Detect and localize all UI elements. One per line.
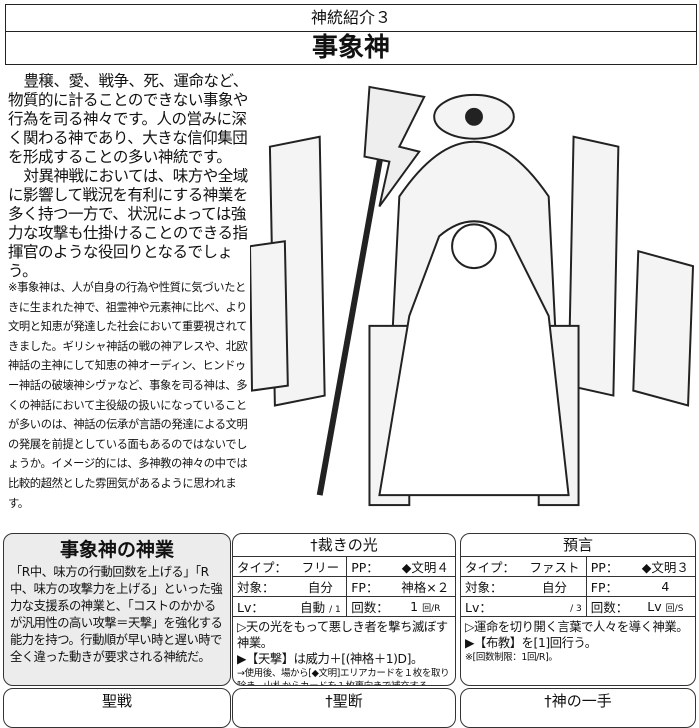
type-label: タイプ：: [461, 557, 524, 577]
skill-title: 預言: [461, 534, 695, 557]
fp-label: FP：: [346, 576, 396, 597]
lv-max: / 3: [570, 604, 582, 614]
skill-title: †裁きの光: [233, 534, 455, 557]
lv-max: / 1: [329, 605, 341, 615]
skill-effect: ▶【布教】を[1]回行う。: [465, 636, 597, 650]
count-value: Lv: [647, 599, 662, 614]
skill-effect: ▶【天撃】は威力＋[(神格＋1)D]。: [237, 652, 423, 666]
count-value: 1: [410, 599, 419, 614]
type-value: フリー: [294, 557, 347, 577]
skill-note: ※[回数制限：1回/R]。: [465, 652, 558, 663]
skill-card-holy-war: 聖戦: [3, 688, 231, 728]
count-unit: 回/R: [422, 604, 441, 614]
fp-label: FP：: [585, 576, 636, 597]
target-value: 自分: [294, 576, 347, 597]
figure-head: [451, 223, 497, 270]
fp-value: 神格×２: [395, 576, 455, 597]
stone-tablet-small: [250, 240, 289, 392]
summary-body: 「R中、味方の行動回数を上げる」「R中、味方の攻撃力を上げる」といった強力な支援…: [10, 565, 223, 664]
intro-paragraph: 対異神戦においては、味方や全域に影響して戦況を有利にする神業を多く持つ一方で、状…: [8, 167, 248, 280]
skill-description: ▷天の光をもって悪しき者を撃ち滅ぼす神業。: [237, 620, 448, 650]
intro-paragraph: 豊穣、愛、戦争、死、運命など、物質的に計ることのできない事象や行為を司る神々です…: [8, 72, 248, 166]
staff: [316, 106, 393, 496]
stone-tablet-far-right: [632, 249, 695, 407]
summary-title: 事象神の神業: [59, 539, 174, 561]
type-label: タイプ：: [233, 557, 295, 577]
count-label: 回数：: [346, 596, 396, 617]
section-label: 神統紹介３: [5, 4, 697, 32]
lv-label: Lv：: [461, 596, 524, 617]
skill-description: ▷運命を切り開く言葉で人々を導く神業。: [465, 620, 689, 634]
target-label: 対象：: [233, 576, 295, 597]
pp-label: PP：: [346, 557, 396, 577]
pp-value: ◆文明３: [635, 557, 695, 577]
deity-summary-box: 事象神の神業 「R中、味方の行動回数を上げる」「R中、味方の攻撃力を上げる」とい…: [3, 533, 231, 686]
lightning-bolt: [363, 85, 426, 207]
skill-note: →使用後、場から[◆文明]エリアカードを１枚を取り除き、山札からカードを１枚裏向…: [237, 668, 450, 685]
eye-pupil: [465, 107, 483, 126]
stone-tablet-right: [567, 135, 620, 397]
page-title: 事象神: [5, 31, 697, 65]
count-label: 回数：: [585, 596, 636, 617]
lv-value: 自動: [300, 600, 326, 615]
count-unit: 回/S: [665, 604, 684, 614]
fp-value: 4: [635, 576, 695, 597]
target-value: 自分: [523, 576, 587, 597]
note-text: ※事象神は、人が自身の行為や性質に気づいたときに生まれた神で、祖霊神や元素神に比…: [8, 281, 248, 510]
robed-figure: [378, 220, 570, 497]
skill-card-divine-move: †神の一手: [460, 688, 696, 728]
lv-label: Lv：: [233, 596, 295, 617]
deity-illustration: [250, 85, 695, 507]
intro-text: 豊穣、愛、戦争、死、運命など、物質的に計ることのできない事象や行為を司る神々です…: [8, 72, 250, 281]
type-value: ファスト: [523, 557, 587, 577]
pp-value: ◆文明４: [395, 557, 455, 577]
skill-card-holy-judgment: †聖断: [232, 688, 456, 728]
pp-label: PP：: [585, 557, 636, 577]
target-label: 対象：: [461, 576, 524, 597]
